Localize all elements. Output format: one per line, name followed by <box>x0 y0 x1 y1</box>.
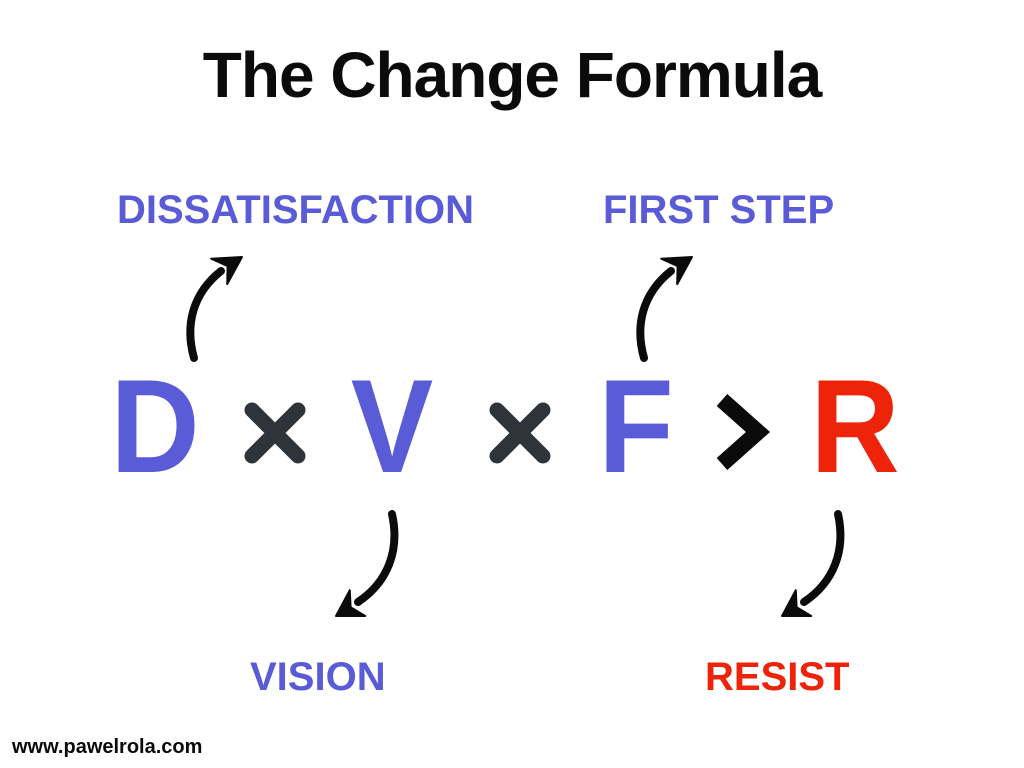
multiply-icon <box>489 402 551 464</box>
curved-arrow-down-resist-icon <box>776 508 848 620</box>
page-title: The Change Formula <box>202 39 823 111</box>
greater-than-icon <box>716 394 771 470</box>
formula-letter-d: D <box>110 353 200 501</box>
label-first-step: FIRST STEP <box>603 188 835 232</box>
label-resist: RESIST <box>705 655 850 699</box>
label-dissatisfaction: DISSATISFACTION <box>117 188 475 232</box>
curved-arrow-up-first-step-icon <box>633 250 699 362</box>
label-vision: VISION <box>250 655 386 699</box>
formula-letter-v: V <box>350 353 434 501</box>
multiply-icon <box>244 402 306 464</box>
formula-letter-f: F <box>598 353 674 501</box>
formula-letter-r: R <box>810 353 900 501</box>
watermark: www.pawelrola.com <box>12 736 203 758</box>
curved-arrow-up-dissatisfaction-icon <box>183 250 249 362</box>
curved-arrow-down-vision-icon <box>330 508 402 620</box>
